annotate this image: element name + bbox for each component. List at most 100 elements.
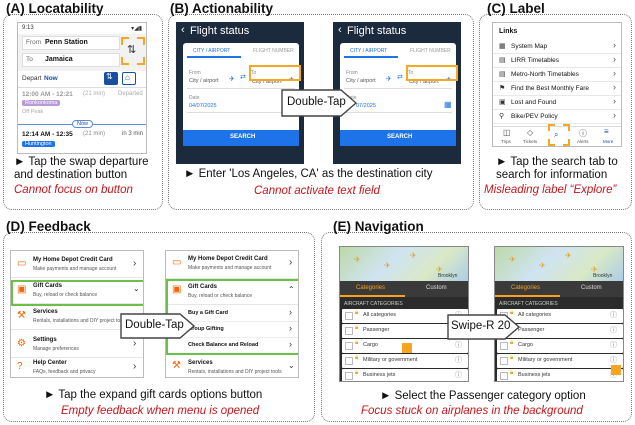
account-row-icon: ⚙ bbox=[17, 338, 26, 349]
nav-trips-label: Trips bbox=[501, 139, 511, 144]
tab-city-airport[interactable]: CITY / AIRPORT bbox=[350, 48, 388, 54]
checkbox[interactable] bbox=[500, 342, 508, 350]
lock-icon: 🔒︎ bbox=[355, 340, 359, 346]
date-input[interactable]: 04/07/2025 bbox=[189, 103, 217, 109]
account-menu-row[interactable]: ⚙ Settings Manage preferences › bbox=[11, 334, 143, 358]
search-button[interactable]: SEARCH bbox=[183, 130, 299, 146]
map-view[interactable] bbox=[340, 247, 468, 281]
account-menu-row[interactable]: ? Help Center FAQs, feedback and privacy… bbox=[11, 357, 143, 377]
depart-value[interactable]: Now bbox=[44, 75, 58, 82]
row-title: Gift Cards bbox=[33, 283, 63, 289]
filter-button[interactable]: ⇅ bbox=[104, 72, 118, 85]
nav-more-icon[interactable]: ≡ bbox=[604, 127, 609, 136]
map-view[interactable] bbox=[495, 247, 623, 281]
swap-arrows-icon[interactable]: ⇄ bbox=[240, 74, 246, 81]
tab-city-airport[interactable]: CITY / AIRPORT bbox=[193, 48, 231, 54]
link-item[interactable]: ▣ Lost and Found › bbox=[493, 96, 621, 110]
help-icon[interactable]: ⓘ bbox=[610, 342, 617, 349]
from-value: Penn Station bbox=[45, 38, 88, 46]
map-label: Brooklyn bbox=[593, 273, 613, 279]
link-item[interactable]: ▦ System Map › bbox=[493, 40, 621, 54]
to-input[interactable]: City / airport bbox=[252, 79, 282, 85]
plane-marker[interactable]: ✈ bbox=[384, 261, 391, 270]
services-row[interactable]: ⚒ Services Rentals, installations and DI… bbox=[166, 356, 298, 377]
tab-flight-number[interactable]: FLIGHT NUMBER bbox=[410, 48, 451, 54]
checkbox[interactable] bbox=[500, 357, 508, 365]
category-item[interactable]: 🔒︎ Cargo ⓘ bbox=[497, 339, 623, 353]
account-menu-row[interactable]: ▭ My Home Depot Credit Card Make payment… bbox=[11, 254, 143, 278]
gesture-arrow-e bbox=[447, 314, 521, 340]
from-field[interactable]: From Penn Station bbox=[22, 36, 120, 50]
date-input[interactable]: 07/2025 bbox=[356, 103, 376, 109]
calendar-icon[interactable]: ▦ bbox=[444, 100, 452, 109]
tab-custom[interactable]: Custom bbox=[581, 285, 602, 291]
checkbox[interactable] bbox=[345, 327, 353, 335]
checkbox[interactable] bbox=[345, 312, 353, 320]
checkbox[interactable] bbox=[345, 372, 353, 380]
trip-row-1[interactable]: 12:00 AM - 12:21 (21 min) Departed Ronko… bbox=[18, 89, 146, 119]
help-icon[interactable]: ⓘ bbox=[610, 312, 617, 319]
tab-custom[interactable]: Custom bbox=[426, 285, 447, 291]
chevron-right-icon: › bbox=[133, 338, 137, 349]
category-item[interactable]: 🔒︎ Business jets ⓘ bbox=[342, 369, 468, 381]
category-item[interactable]: 🔒︎ Military or government ⓘ bbox=[342, 354, 468, 368]
plane-marker[interactable]: ✈ bbox=[509, 255, 516, 264]
link-item[interactable]: ⚑ Find the Best Monthly Fare › bbox=[493, 82, 621, 96]
category-label: Business jets bbox=[363, 372, 396, 378]
row-sub: Buy, reload or check balance bbox=[33, 292, 98, 298]
gesture-label-b: Double-Tap bbox=[287, 96, 346, 108]
instruction-actionability: ► Enter 'Los Angeles, CA' as the destina… bbox=[184, 168, 433, 180]
back-icon[interactable]: ‹ bbox=[181, 24, 185, 36]
link-item-label: Find the Best Monthly Fare bbox=[511, 85, 590, 92]
checkbox[interactable] bbox=[500, 372, 508, 380]
back-icon[interactable]: ‹ bbox=[338, 24, 342, 36]
focus-gift-cards bbox=[11, 280, 143, 306]
account-menu-row[interactable]: ▣ Gift Cards Buy, reload or check balanc… bbox=[11, 280, 143, 304]
gift-cards-row[interactable]: ▣ Gift Cards Buy, reload or check balanc… bbox=[166, 279, 298, 305]
plane-marker[interactable]: ✈ bbox=[591, 265, 598, 274]
tab-flight-number[interactable]: FLIGHT NUMBER bbox=[253, 48, 294, 54]
plane-marker[interactable]: ✈ bbox=[354, 255, 361, 264]
help-icon[interactable]: ⓘ bbox=[610, 327, 617, 334]
plane-marker[interactable]: ✈ bbox=[539, 261, 546, 270]
chevron-right-icon: › bbox=[613, 68, 616, 78]
station-button[interactable]: ⌂ bbox=[122, 72, 136, 85]
to-input[interactable]: City / airport bbox=[409, 79, 439, 85]
link-item[interactable]: ▤ LIRR Timetables › bbox=[493, 54, 621, 68]
category-item[interactable]: 🔒︎ Business jets ⓘ bbox=[497, 369, 623, 381]
nav-alerts-icon[interactable]: ⓘ bbox=[579, 129, 587, 138]
help-icon[interactable]: ⓘ bbox=[455, 357, 462, 364]
nav-trips-icon[interactable]: ◫ bbox=[503, 128, 511, 137]
gift-submenu-item[interactable]: Buy a Gift Card › bbox=[166, 306, 298, 322]
category-label: All categories bbox=[518, 312, 552, 318]
swap-arrows-icon[interactable]: ⇄ bbox=[397, 74, 403, 81]
search-button[interactable]: SEARCH bbox=[340, 130, 456, 146]
checkbox[interactable] bbox=[345, 342, 353, 350]
swap-button[interactable]: ⇅ bbox=[124, 41, 142, 61]
link-item[interactable]: ⚲ Bike/PEV Policy › bbox=[493, 110, 621, 124]
instruction-line-2: search for information bbox=[496, 169, 608, 181]
plane-marker[interactable]: ✈ bbox=[436, 265, 443, 274]
link-item[interactable]: ▤ Metro-North Timetables › bbox=[493, 68, 621, 82]
help-icon[interactable]: ⓘ bbox=[455, 372, 462, 379]
help-icon[interactable]: ⓘ bbox=[610, 357, 617, 364]
from-input[interactable]: City / airport bbox=[346, 78, 376, 84]
plane-marker[interactable]: ✈ bbox=[565, 251, 572, 260]
category-item[interactable]: 🔒︎ Military or government ⓘ bbox=[497, 354, 623, 368]
to-field[interactable]: To Jamaica bbox=[22, 53, 120, 67]
from-input[interactable]: City / airport bbox=[189, 78, 219, 84]
help-icon[interactable]: ⓘ bbox=[610, 372, 617, 379]
tab-categories[interactable]: Categories bbox=[511, 285, 541, 291]
plane-marker[interactable]: ✈ bbox=[410, 251, 417, 260]
nav-explore-icon[interactable]: ⌕ bbox=[554, 130, 559, 139]
focus-plane bbox=[611, 365, 621, 375]
checkbox[interactable] bbox=[345, 357, 353, 365]
credit-card-row[interactable]: ▭ My Home Depot Credit Card Make payment… bbox=[166, 251, 298, 279]
trip-row-2[interactable]: 12:14 AM - 12:35 (21 min) in 3 min Hunti… bbox=[18, 129, 146, 153]
nav-tickets-icon[interactable]: ◇ bbox=[527, 128, 534, 137]
gift-submenu-item[interactable]: Group Gifting › bbox=[166, 322, 298, 338]
help-icon[interactable]: ⓘ bbox=[455, 342, 462, 349]
link-item-label: LIRR Timetables bbox=[511, 57, 560, 64]
submenu-label: Buy a Gift Card bbox=[188, 310, 229, 316]
tab-categories[interactable]: Categories bbox=[356, 285, 386, 291]
